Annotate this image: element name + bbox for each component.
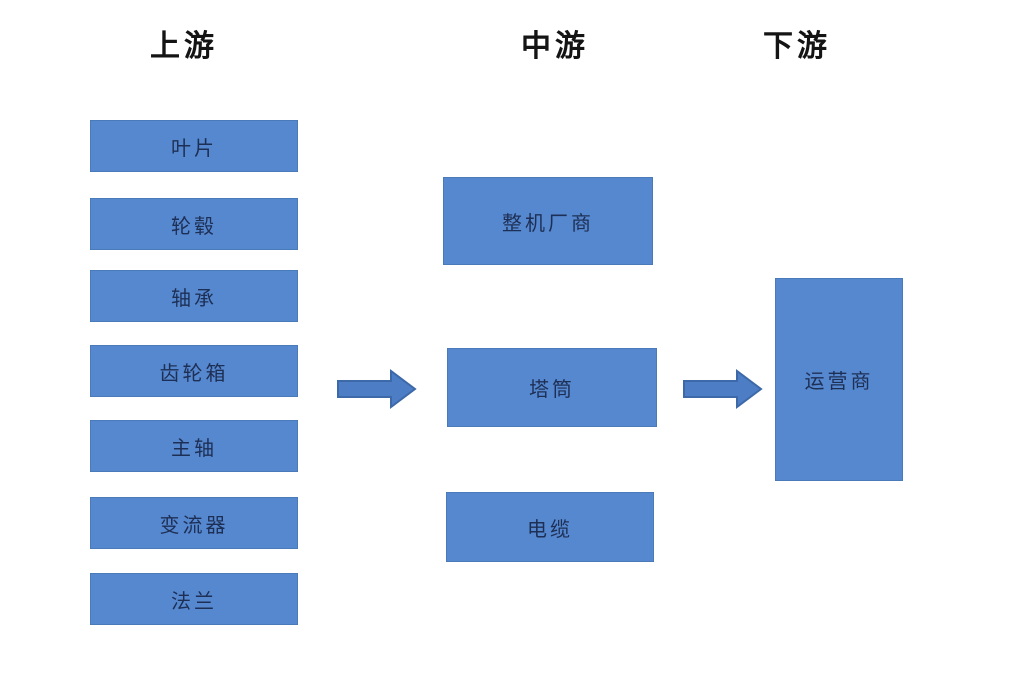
upstream-node-bearing: 轴承 xyxy=(90,270,298,322)
upstream-node-flange: 法兰 xyxy=(90,573,298,625)
upstream-node-blade: 叶片 xyxy=(90,120,298,172)
upstream-node-hub: 轮毂 xyxy=(90,198,298,250)
upstream-node-main-shaft: 主轴 xyxy=(90,420,298,472)
midstream-node-cable: 电缆 xyxy=(446,492,654,562)
right-arrow-midstream-to-downstream-icon xyxy=(683,369,763,409)
column-header-midstream: 中游 xyxy=(521,30,589,63)
midstream-node-turbine-manufacturer: 整机厂商 xyxy=(443,177,653,265)
midstream-node-tower: 塔筒 xyxy=(447,348,657,427)
upstream-node-converter: 变流器 xyxy=(90,497,298,549)
column-header-upstream: 上游 xyxy=(150,30,218,63)
upstream-node-gearbox: 齿轮箱 xyxy=(90,345,298,397)
column-header-downstream: 下游 xyxy=(763,30,831,63)
downstream-node-operator: 运营商 xyxy=(775,278,903,481)
right-arrow-upstream-to-midstream-icon xyxy=(337,369,417,409)
